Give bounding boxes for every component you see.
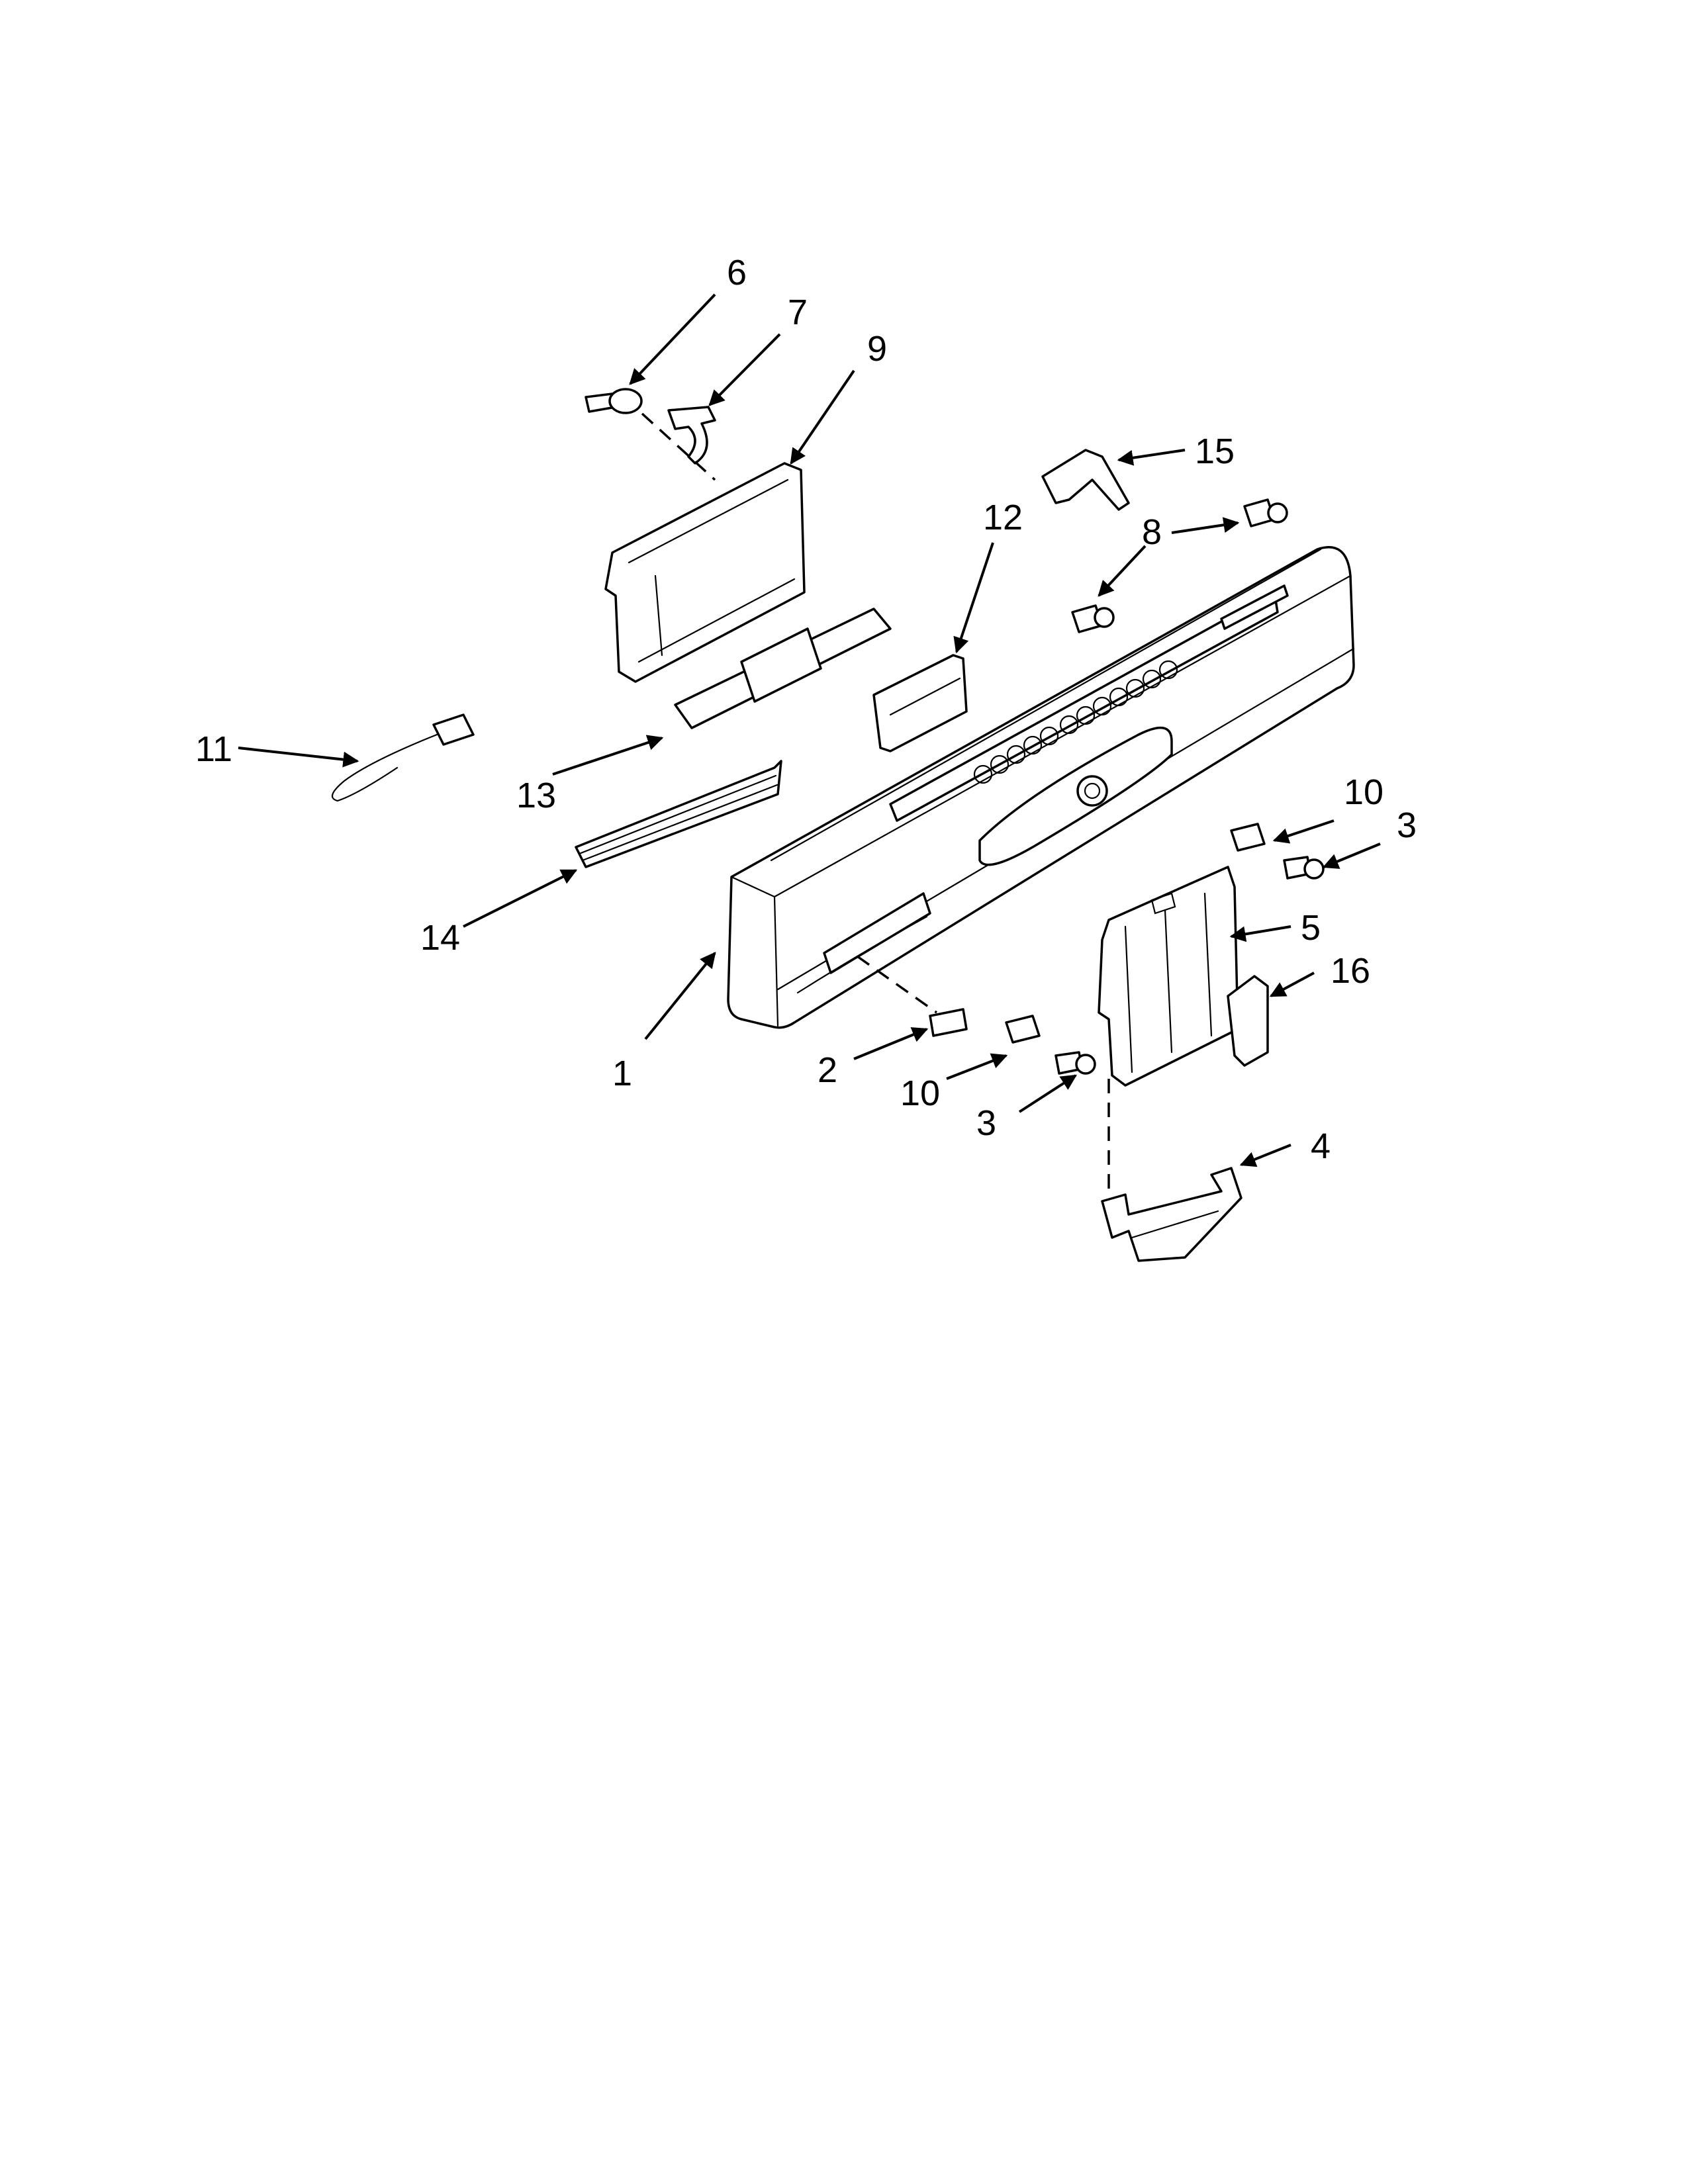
part-10-clip-lower: [1005, 1015, 1041, 1044]
assembly-line-label: [856, 955, 938, 1014]
callout-6: 6: [727, 253, 747, 293]
part-7-clip: [667, 406, 716, 465]
part-3-screw-upper: [1283, 856, 1325, 880]
leader-9: [790, 369, 855, 465]
callout-10-lower: 10: [900, 1073, 940, 1113]
assembly-line-fuse-board: [641, 412, 716, 481]
part-12-shield: [872, 654, 968, 752]
callout-14: 14: [420, 918, 460, 958]
leader-10-lower: [946, 1053, 1008, 1080]
callout-4: 4: [1311, 1126, 1331, 1166]
part-1-control-panel: [727, 546, 1355, 1029]
callout-5: 5: [1301, 908, 1321, 948]
leader-3-upper: [1322, 842, 1381, 869]
leader-2: [853, 1027, 929, 1060]
callout-8: 8: [1142, 512, 1162, 552]
part-3-screw-lower: [1055, 1051, 1096, 1075]
leader-11: [238, 747, 359, 768]
part-11-wire-harness: [331, 713, 475, 802]
leader-5: [1229, 925, 1291, 942]
part-10-clip-upper: [1230, 823, 1266, 852]
leader-1: [644, 952, 716, 1040]
callout-10-upper: 10: [1344, 772, 1383, 812]
part-9-control-board: [604, 462, 806, 683]
part-4-bracket: [1101, 1167, 1243, 1262]
callout-2: 2: [818, 1050, 837, 1090]
leader-3-lower: [1018, 1074, 1078, 1113]
callout-16: 16: [1331, 951, 1370, 991]
part-2-label: [929, 1008, 968, 1037]
leader-16: [1269, 972, 1315, 997]
part-6-thermal-fuse: [585, 388, 643, 414]
panel-buttons: [973, 660, 1178, 784]
callout-15: 15: [1195, 432, 1235, 471]
callout-1: 1: [612, 1054, 632, 1093]
leader-10-upper: [1272, 819, 1335, 844]
part-8-screw-left: [1071, 604, 1115, 633]
leader-8a: [1098, 545, 1147, 597]
callout-3-lower: 3: [976, 1103, 996, 1143]
callout-12: 12: [983, 498, 1023, 537]
part-16-clip: [1227, 975, 1269, 1067]
leader-8b: [1171, 517, 1240, 534]
callout-9: 9: [867, 329, 887, 369]
part-15-bracket: [1041, 449, 1130, 511]
leader-12: [953, 542, 994, 654]
callout-13: 13: [516, 776, 556, 815]
leader-15: [1117, 449, 1186, 466]
callout-7: 7: [788, 293, 808, 332]
leader-13: [552, 735, 664, 776]
callout-3-upper: 3: [1397, 805, 1417, 845]
leader-7: [708, 333, 781, 406]
callout-11: 11: [195, 729, 232, 769]
leader-14: [463, 869, 578, 928]
part-8-screw-right: [1243, 498, 1288, 527]
leader-6: [629, 293, 716, 385]
part-14-ribbon-cable: [575, 760, 782, 868]
leader-4: [1239, 1144, 1291, 1167]
